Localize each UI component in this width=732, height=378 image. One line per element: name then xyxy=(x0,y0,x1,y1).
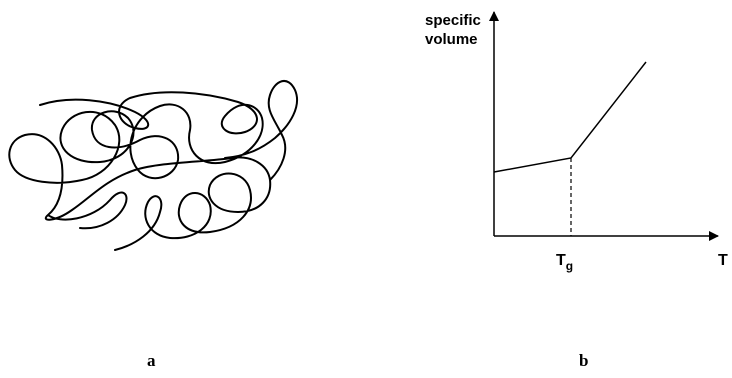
tg-label: Tg xyxy=(556,252,573,273)
polymer-coil xyxy=(8,80,298,251)
panel-b-label: b xyxy=(579,351,588,370)
tg-label-main: T xyxy=(556,252,566,269)
tg-label-subscript: g xyxy=(566,259,573,273)
polymer-coil-panel xyxy=(8,80,298,251)
x-axis-label: T xyxy=(718,252,728,269)
glass-transition-chart: specific volume Tg T xyxy=(425,11,728,273)
volume-curve xyxy=(493,61,647,173)
y-axis-label-line2: volume xyxy=(425,31,478,48)
y-axis-label-line1: specific xyxy=(425,12,481,29)
panel-a-label: a xyxy=(147,351,156,370)
